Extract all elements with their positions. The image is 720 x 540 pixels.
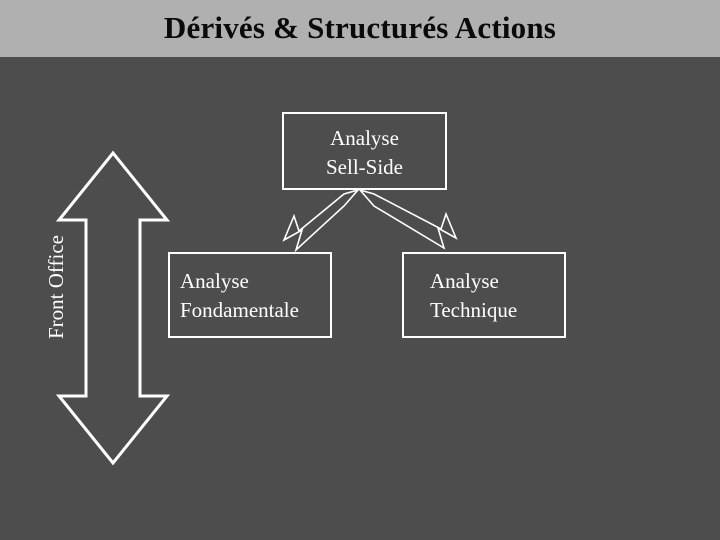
front-office-label: Front Office [44,235,68,340]
node-analyse-sell-side: Analyse Sell-Side [282,112,447,190]
page-title: Dérivés & Structurés Actions [163,10,557,45]
node-analyse-fondamentale: Analyse Fondamentale [168,252,332,338]
arrow-to-fondamentale [282,188,361,253]
node-analyse-technique-label: Analyse Technique [430,269,518,322]
title-band [0,0,720,57]
sell-side-branch-arrows [282,188,458,253]
node-analyse-fondamentale-label: Analyse Fondamentale [180,269,299,322]
front-office-scope-arrow [55,150,171,466]
arrow-to-technique [357,188,458,250]
node-analyse-technique: Analyse Technique [402,252,566,338]
node-analyse-sell-side-label: Analyse Sell-Side [326,126,403,179]
